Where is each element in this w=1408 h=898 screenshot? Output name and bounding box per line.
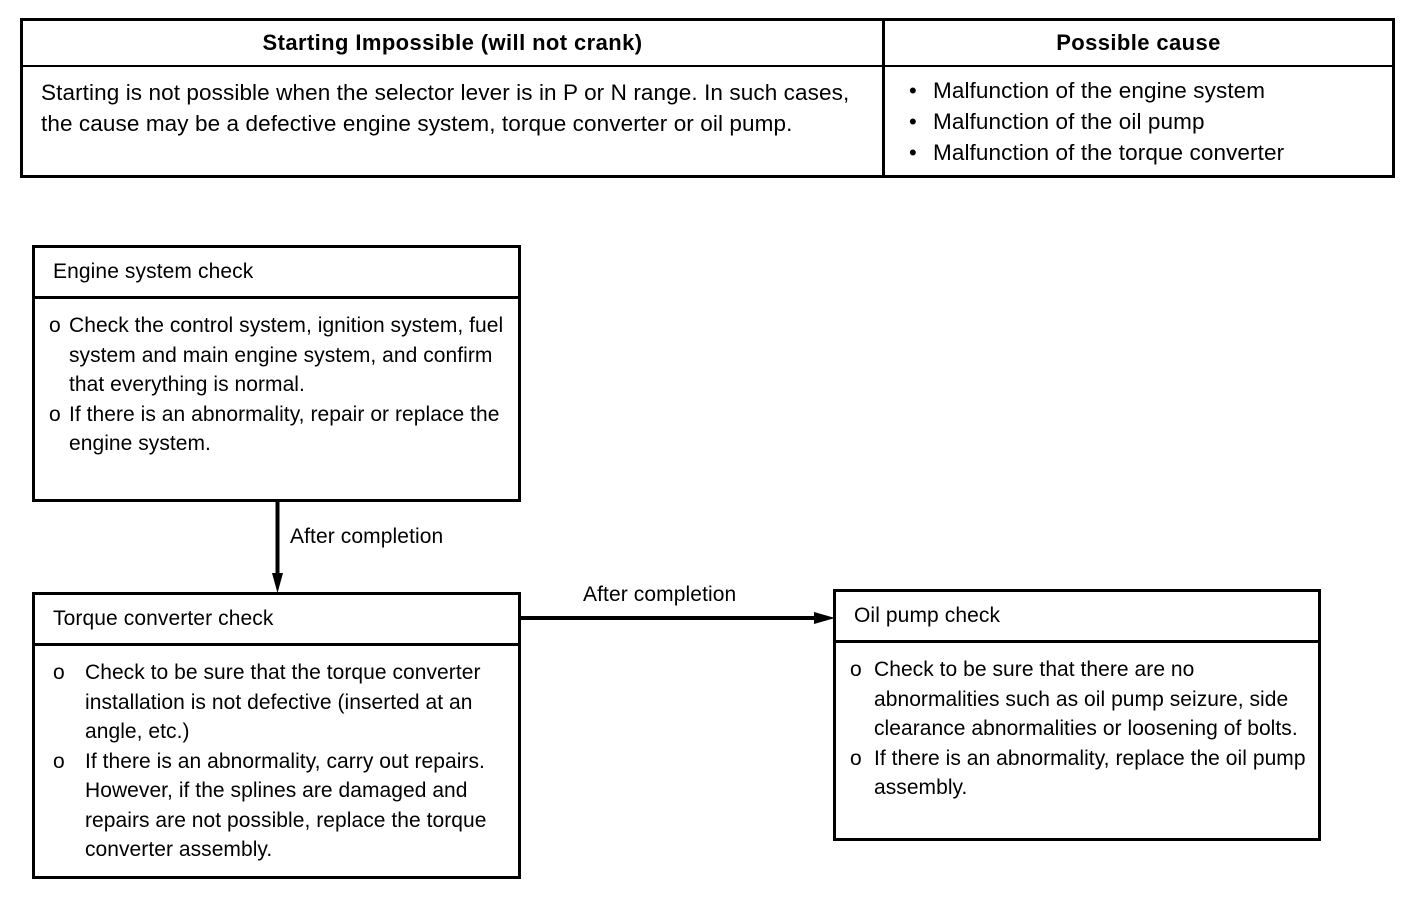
flow-box-body: o Check to be sure that there are no abn… bbox=[836, 643, 1318, 813]
flow-box-engine-system-check: Engine system check o Check the control … bbox=[32, 245, 521, 502]
check-item-list: o Check to be sure that there are no abn… bbox=[848, 655, 1308, 803]
list-item: o If there is an abnormality, repair or … bbox=[47, 400, 508, 459]
list-item: o If there is an abnormality, replace th… bbox=[848, 744, 1308, 803]
bullet-marker: o bbox=[49, 314, 61, 337]
bullet-marker: o bbox=[49, 402, 61, 426]
table-cell-possible-causes: Malfunction of the engine system Malfunc… bbox=[885, 67, 1392, 175]
list-item: Malfunction of the oil pump bbox=[885, 106, 1392, 137]
table-header-cell-cause: Possible cause bbox=[885, 21, 1392, 65]
flow-box-body: o Check to be sure that the torque conve… bbox=[35, 646, 518, 875]
symptom-description-text: Starting is not possible when the select… bbox=[41, 80, 850, 136]
list-item: o If there is an abnormality, carry out … bbox=[47, 747, 508, 865]
list-item-text: If there is an abnormality, replace the … bbox=[874, 746, 1306, 800]
symptom-column-header: Starting Impossible (will not crank) bbox=[262, 30, 643, 55]
bullet-marker: o bbox=[850, 746, 862, 770]
possible-cause-list: Malfunction of the engine system Malfunc… bbox=[885, 67, 1392, 168]
list-item-text: Check to be sure that the torque convert… bbox=[85, 661, 481, 743]
list-item: o Check the control system, ignition sys… bbox=[47, 311, 508, 400]
bullet-marker: o bbox=[53, 749, 65, 773]
flow-box-torque-converter-check: Torque converter check o Check to be sur… bbox=[32, 592, 521, 879]
list-item-text: If there is an abnormality, repair or re… bbox=[69, 402, 500, 456]
flow-box-title: Torque converter check bbox=[35, 595, 518, 646]
table-header-cell-symptom: Starting Impossible (will not crank) bbox=[23, 21, 885, 65]
flow-box-oil-pump-check: Oil pump check o Check to be sure that t… bbox=[833, 589, 1321, 841]
table-cell-symptom-description: Starting is not possible when the select… bbox=[23, 67, 885, 175]
list-item-text: If there is an abnormality, carry out re… bbox=[85, 749, 487, 862]
symptom-cause-table: Starting Impossible (will not crank) Pos… bbox=[20, 18, 1395, 178]
table-header-row: Starting Impossible (will not crank) Pos… bbox=[23, 21, 1392, 67]
connector-label-engine-to-torque: After completion bbox=[290, 525, 444, 548]
flow-box-title: Oil pump check bbox=[836, 592, 1318, 643]
flow-box-body: o Check the control system, ignition sys… bbox=[35, 299, 518, 469]
arrow-engine-to-torque-icon bbox=[272, 500, 283, 593]
table-body-row: Starting is not possible when the select… bbox=[23, 67, 1392, 175]
flow-box-title: Engine system check bbox=[35, 248, 518, 299]
list-item-text: Check to be sure that there are no abnor… bbox=[874, 658, 1298, 740]
arrow-torque-to-oil-pump-icon bbox=[518, 612, 835, 624]
list-item: o Check to be sure that the torque conve… bbox=[47, 658, 508, 747]
list-item: Malfunction of the engine system bbox=[885, 75, 1392, 106]
bullet-marker: o bbox=[53, 661, 65, 684]
check-item-list: o Check the control system, ignition sys… bbox=[47, 311, 508, 459]
cause-column-header: Possible cause bbox=[1056, 30, 1221, 55]
list-item-text: Check the control system, ignition syste… bbox=[69, 314, 504, 396]
list-item: Malfunction of the torque converter bbox=[885, 137, 1392, 168]
connector-label-torque-to-oil-pump: After completion bbox=[583, 583, 737, 606]
bullet-marker: o bbox=[850, 658, 862, 681]
check-item-list: o Check to be sure that the torque conve… bbox=[47, 658, 508, 865]
list-item: o Check to be sure that there are no abn… bbox=[848, 655, 1308, 744]
